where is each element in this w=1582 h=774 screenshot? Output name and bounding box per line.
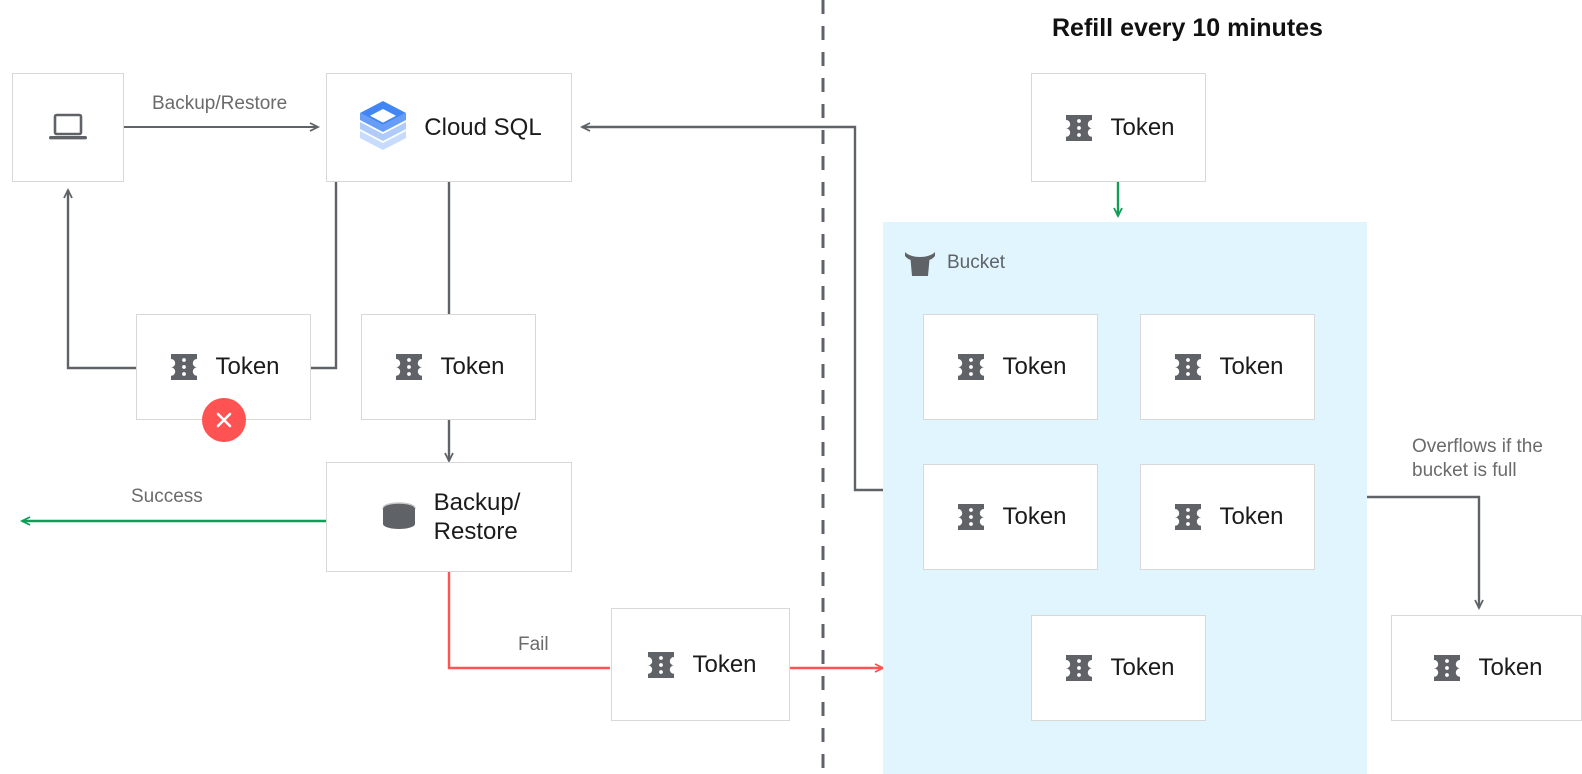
bucket-token-5-label: Token — [1110, 654, 1175, 682]
database-icon — [378, 499, 420, 535]
bucket-token-1-label: Token — [1002, 353, 1067, 381]
token-fail-out-node[interactable]: Token — [611, 608, 790, 721]
cloud-sql-node[interactable]: Cloud SQL — [326, 73, 572, 182]
bucket-token-3[interactable]: Token — [923, 464, 1098, 570]
cloud-sql-icon — [356, 99, 410, 157]
token-icon — [1430, 653, 1464, 683]
token-overflow-node[interactable]: Token — [1391, 615, 1582, 721]
bucket-token-3-label: Token — [1002, 503, 1067, 531]
bucket-icon — [903, 248, 937, 278]
token-failed-node[interactable]: Token — [136, 314, 311, 420]
bucket-token-1[interactable]: Token — [923, 314, 1098, 420]
backup-restore-node[interactable]: Backup/ Restore — [326, 462, 572, 572]
backup-restore-label: Backup/ Restore — [433, 488, 521, 545]
edge-label-overflow: Overflows if the bucket is full — [1412, 436, 1543, 482]
token-icon — [644, 650, 678, 680]
token-refill-node[interactable]: Token — [1031, 73, 1206, 182]
token-failed-label: Token — [215, 353, 280, 381]
edge-label-fail: Fail — [518, 634, 549, 655]
token-consumed-node[interactable]: Token — [361, 314, 536, 420]
edge-label-backup-restore: Backup/Restore — [152, 93, 288, 114]
edge-cloudsql-to-tokenfailed — [311, 182, 338, 370]
page-title: Refill every 10 minutes — [1052, 14, 1323, 42]
edge-bucket-to-cloudsql — [579, 122, 883, 492]
bucket-token-5[interactable]: Token — [1031, 615, 1206, 721]
bucket-token-2-label: Token — [1219, 353, 1284, 381]
edge-label-success: Success — [131, 486, 203, 507]
edge-bucket-overflow-to-token — [1367, 495, 1484, 611]
token-icon — [954, 352, 988, 382]
cloud-sql-label: Cloud SQL — [424, 113, 542, 141]
bucket-header: Bucket — [903, 248, 1005, 278]
token-icon — [1171, 502, 1205, 532]
edge-backuprestore-fail — [447, 572, 610, 670]
client-node[interactable] — [12, 73, 124, 182]
token-fail-out-label: Token — [692, 650, 757, 678]
token-icon — [392, 352, 426, 382]
edge-tokenfailed-to-client — [63, 187, 136, 370]
token-refill-label: Token — [1110, 113, 1175, 141]
bucket-label: Bucket — [947, 252, 1006, 273]
bucket-token-4[interactable]: Token — [1140, 464, 1315, 570]
token-consumed-label: Token — [440, 353, 505, 381]
token-overflow-label: Token — [1478, 654, 1543, 682]
error-x-badge — [202, 398, 246, 442]
bucket-token-2[interactable]: Token — [1140, 314, 1315, 420]
token-icon — [1062, 653, 1096, 683]
token-icon — [954, 502, 988, 532]
token-icon — [1062, 113, 1096, 143]
bucket-token-4-label: Token — [1219, 503, 1284, 531]
token-icon — [1171, 352, 1205, 382]
token-icon — [167, 352, 201, 382]
close-icon — [216, 412, 232, 428]
laptop-icon — [46, 110, 90, 146]
